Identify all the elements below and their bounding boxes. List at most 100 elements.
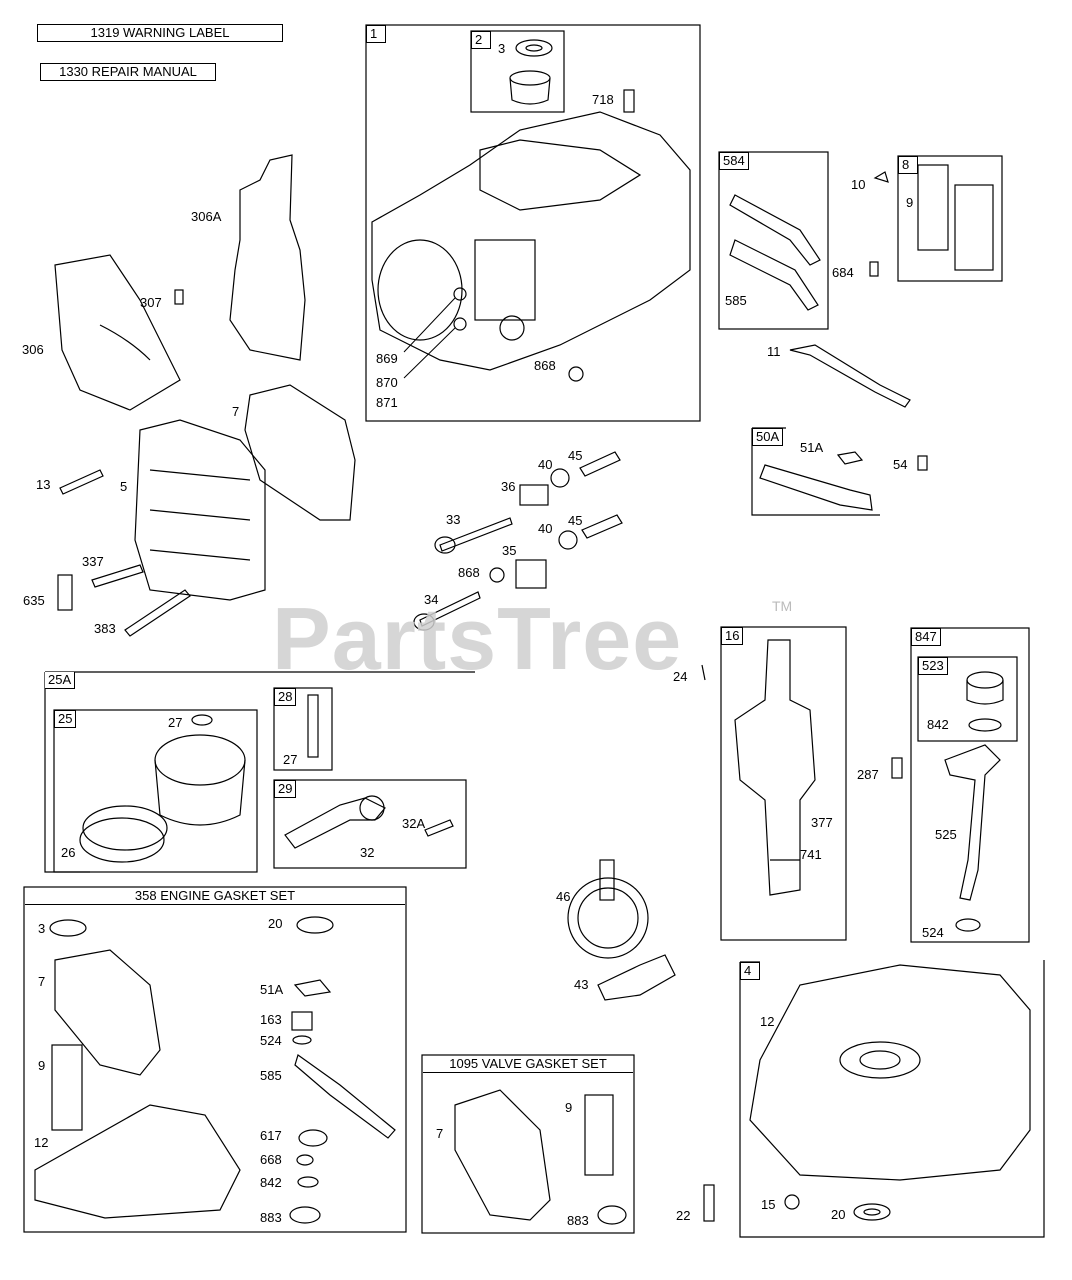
part-label-585[interactable]: 585 [725, 293, 747, 308]
part-label-842[interactable]: 842 [927, 717, 949, 732]
screw-287 [891, 757, 903, 779]
part-label-306a[interactable]: 306A [191, 209, 222, 224]
part-label-11[interactable]: 11 [767, 344, 781, 359]
part-label-524[interactable]: 524 [922, 925, 944, 940]
gasket-label-9[interactable]: 9 [38, 1058, 46, 1073]
clip-10 [873, 171, 889, 183]
part-label-33[interactable]: 33 [446, 512, 461, 527]
title-valve-gasket-set[interactable]: 1095 VALVE GASKET SET [423, 1056, 633, 1073]
cam-43 [597, 954, 676, 1001]
group-tag-2[interactable]: 2 [471, 31, 491, 49]
plug-15 [784, 1194, 800, 1210]
part-label-5[interactable]: 5 [120, 479, 128, 494]
group-tag-25a[interactable]: 25A [45, 672, 76, 689]
part-label-32[interactable]: 32 [360, 845, 375, 860]
group-tag-847[interactable]: 847 [911, 628, 941, 646]
part-label-32a[interactable]: 32A [402, 816, 426, 831]
frame-group-50a [751, 428, 880, 516]
bolt-13 [59, 469, 104, 495]
group-tag-16[interactable]: 16 [721, 627, 744, 645]
part-label-43[interactable]: 43 [574, 977, 589, 992]
part-label-869[interactable]: 869 [376, 351, 398, 366]
part-label-9[interactable]: 9 [906, 195, 914, 210]
part-label-868-lower[interactable]: 868 [458, 565, 480, 580]
part-label-7[interactable]: 7 [232, 404, 240, 419]
cylinder-head [134, 419, 266, 601]
valve-gasket-label-883[interactable]: 883 [567, 1213, 589, 1228]
part-label-337[interactable]: 337 [82, 554, 104, 569]
part-label-684[interactable]: 684 [832, 265, 854, 280]
part-label-45-lower[interactable]: 45 [568, 513, 583, 528]
tube-383 [124, 589, 191, 637]
part-label-36[interactable]: 36 [501, 479, 516, 494]
part-label-383[interactable]: 383 [94, 621, 116, 636]
gasket-label-617[interactable]: 617 [260, 1128, 282, 1143]
part-label-741[interactable]: 741 [800, 847, 822, 862]
title-engine-gasket-set[interactable]: 358 ENGINE GASKET SET [25, 888, 405, 905]
gasket-label-20[interactable]: 20 [268, 916, 283, 931]
group-tag-523[interactable]: 523 [918, 657, 948, 675]
gasket-label-51a[interactable]: 51A [260, 982, 284, 997]
part-label-307[interactable]: 307 [140, 295, 162, 310]
part-label-40[interactable]: 40 [538, 457, 553, 472]
gasket-label-7[interactable]: 7 [38, 974, 46, 989]
part-label-40-lower[interactable]: 40 [538, 521, 553, 536]
part-label-306[interactable]: 306 [22, 342, 44, 357]
part-label-27[interactable]: 27 [168, 715, 183, 730]
part-label-51a[interactable]: 51A [800, 440, 824, 455]
part-label-26[interactable]: 26 [61, 845, 76, 860]
part-label-3[interactable]: 3 [498, 41, 506, 56]
group-tag-28[interactable]: 28 [274, 688, 297, 706]
part-label-868[interactable]: 868 [534, 358, 556, 373]
part-label-377[interactable]: 377 [811, 815, 833, 830]
gasket-label-668[interactable]: 668 [260, 1152, 282, 1167]
part-label-22[interactable]: 22 [676, 1208, 691, 1223]
title-repair-manual[interactable]: 1330 REPAIR MANUAL [40, 63, 216, 81]
gasket-label-524[interactable]: 524 [260, 1033, 282, 1048]
part-label-525[interactable]: 525 [935, 827, 957, 842]
valve-gasket-label-7[interactable]: 7 [436, 1126, 444, 1141]
part-label-54[interactable]: 54 [893, 457, 908, 472]
group-tag-8[interactable]: 8 [898, 156, 918, 174]
part-label-635[interactable]: 635 [23, 593, 45, 608]
gasket-label-12[interactable]: 12 [34, 1135, 49, 1150]
gasket-label-585[interactable]: 585 [260, 1068, 282, 1083]
title-warning-label[interactable]: 1319 WARNING LABEL [37, 24, 283, 42]
group-tag-1[interactable]: 1 [366, 25, 386, 43]
frame-group-8 [897, 155, 1003, 282]
frame-group-25a [44, 672, 90, 873]
piston [154, 734, 246, 786]
part-label-34[interactable]: 34 [424, 592, 439, 607]
part-label-45[interactable]: 45 [568, 448, 583, 463]
part-label-27-rod[interactable]: 27 [283, 752, 298, 767]
shroud-306 [54, 254, 181, 411]
gasket-label-163[interactable]: 163 [260, 1012, 282, 1027]
part-label-24[interactable]: 24 [673, 669, 688, 684]
group-tag-4[interactable]: 4 [740, 962, 760, 980]
key-24 [701, 664, 706, 681]
part-label-718[interactable]: 718 [592, 92, 614, 107]
group-tag-584[interactable]: 584 [719, 152, 749, 170]
part-label-13[interactable]: 13 [36, 477, 51, 492]
group-tag-29[interactable]: 29 [274, 780, 297, 798]
part-label-12[interactable]: 12 [760, 1014, 775, 1029]
group-tag-50a[interactable]: 50A [752, 428, 784, 446]
frame-group-2 [470, 30, 565, 113]
valve-gasket-label-9[interactable]: 9 [565, 1100, 573, 1115]
oil-pump-tube [944, 744, 1001, 901]
part-label-46[interactable]: 46 [556, 889, 571, 904]
part-label-35[interactable]: 35 [502, 543, 517, 558]
screw-684 [869, 261, 879, 277]
gasket-label-883[interactable]: 883 [260, 1210, 282, 1225]
bolt-22 [703, 1184, 715, 1222]
part-label-20[interactable]: 20 [831, 1207, 846, 1222]
group-tag-25[interactable]: 25 [54, 710, 77, 728]
part-label-871[interactable]: 871 [376, 395, 398, 410]
part-label-10[interactable]: 10 [851, 177, 866, 192]
part-label-870[interactable]: 870 [376, 375, 398, 390]
gasket-label-842[interactable]: 842 [260, 1175, 282, 1190]
part-label-287[interactable]: 287 [857, 767, 879, 782]
part-label-15[interactable]: 15 [761, 1197, 776, 1212]
gasket-label-3[interactable]: 3 [38, 921, 46, 936]
